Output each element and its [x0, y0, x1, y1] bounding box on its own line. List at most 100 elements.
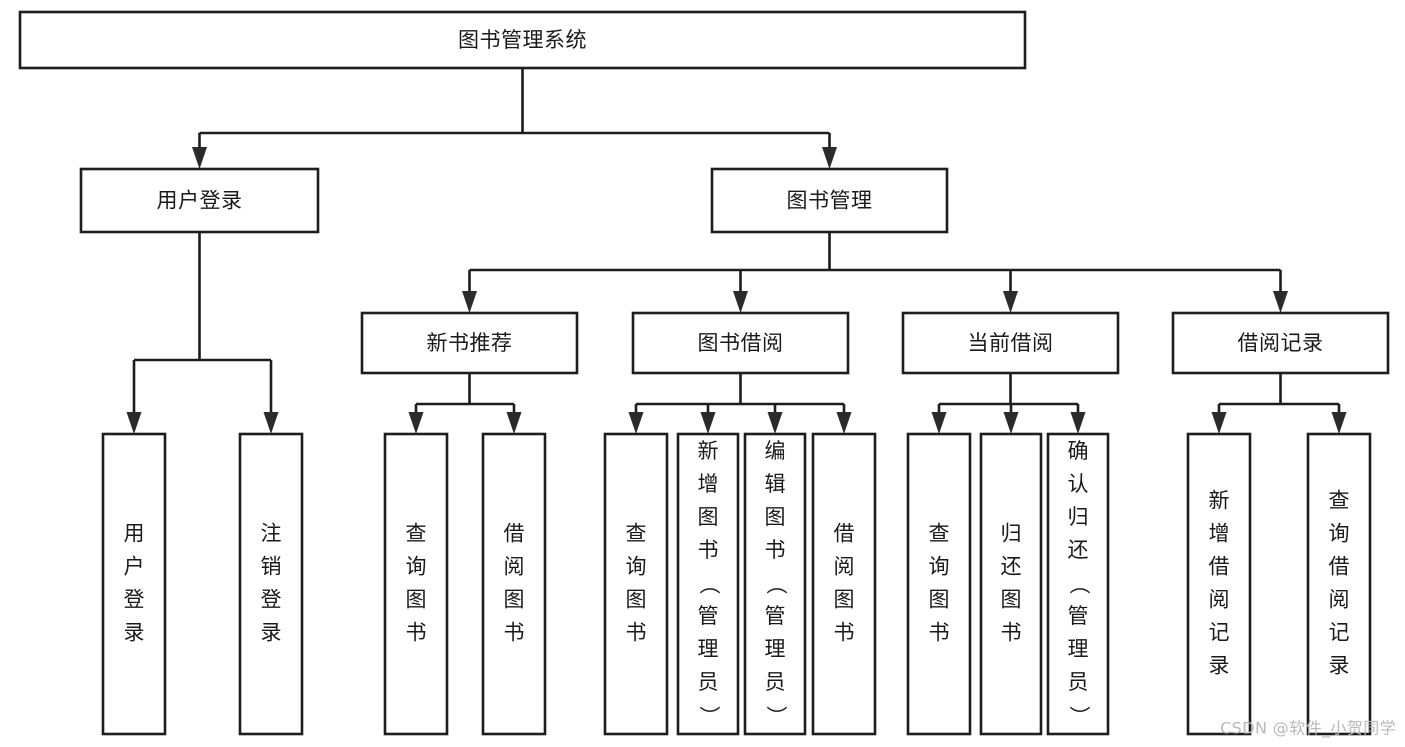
boxes-layer — [18, 10, 1390, 736]
label-char: 还 — [1068, 538, 1089, 562]
label-char: 注 — [261, 522, 282, 546]
label-char: 图 — [504, 588, 525, 612]
arrow-leaf-query-borrow-record — [1331, 412, 1347, 434]
connectors-layer — [126, 68, 1347, 434]
node-label-current-borrow: 当前借阅 — [968, 331, 1054, 355]
node-box-book-management[interactable] — [710, 167, 949, 234]
label-char: 图 — [834, 588, 855, 612]
label-char: 书 — [834, 621, 855, 645]
arrow-user-login — [192, 147, 207, 169]
label-char: 阅 — [1209, 588, 1230, 612]
label-char: 销 — [261, 555, 282, 579]
label-char: 新 — [1209, 489, 1230, 513]
label-char: （ — [697, 574, 721, 595]
label-char: 书 — [504, 621, 525, 645]
arrow-borrow-record — [1273, 291, 1288, 313]
label-char: 阅 — [504, 555, 525, 579]
node-box-leaf-query-book-3[interactable] — [906, 432, 972, 736]
node-box-leaf-add-book-admin[interactable] — [676, 432, 740, 736]
label-char: 增 — [698, 472, 719, 496]
node-box-root[interactable] — [18, 10, 1027, 70]
label-char: 图 — [406, 588, 427, 612]
label-char: 登 — [261, 588, 282, 612]
label-char: 理 — [765, 637, 786, 661]
node-box-user-login[interactable] — [79, 167, 320, 234]
arrow-leaf-query-book-2 — [628, 412, 644, 434]
label-char: 图 — [1001, 588, 1022, 612]
label-char: 借 — [834, 522, 855, 546]
node-box-leaf-query-book-1[interactable] — [383, 432, 449, 736]
label-char: 阅 — [834, 555, 855, 579]
label-char: 查 — [929, 522, 950, 546]
label-char: 书 — [406, 621, 427, 645]
node-label-book-borrow: 图书借阅 — [698, 331, 784, 355]
label-char: 认 — [1068, 472, 1089, 496]
label-char: 借 — [1209, 555, 1230, 579]
node-box-leaf-confirm-return-admin[interactable] — [1046, 432, 1110, 736]
label-char: ） — [697, 706, 721, 727]
label-char: 询 — [1329, 522, 1350, 546]
label-char: 记 — [1329, 621, 1350, 645]
label-char: 员 — [765, 670, 786, 694]
node-label-leaf-user-login: 用户登录 — [124, 522, 145, 645]
node-box-leaf-add-borrow-record[interactable] — [1186, 432, 1252, 736]
node-box-borrow-record[interactable] — [1171, 311, 1390, 375]
node-box-leaf-query-borrow-record[interactable] — [1306, 432, 1372, 736]
arrow-current-borrow — [1003, 291, 1018, 313]
arrow-leaf-confirm-return-admin — [1070, 412, 1086, 434]
node-label-root: 图书管理系统 — [458, 28, 587, 52]
arrow-leaf-borrow-book-1 — [506, 412, 522, 434]
node-box-current-borrow[interactable] — [901, 311, 1120, 375]
label-char: 图 — [929, 588, 950, 612]
label-char: ） — [1067, 706, 1091, 727]
label-char: 询 — [929, 555, 950, 579]
label-char: 图 — [765, 505, 786, 529]
label-char: 管 — [1068, 604, 1089, 628]
label-char: 查 — [1329, 489, 1350, 513]
node-box-leaf-edit-book-admin[interactable] — [743, 432, 807, 736]
label-char: 查 — [406, 522, 427, 546]
node-box-new-book-recommend[interactable] — [360, 311, 579, 375]
label-char: 借 — [1329, 555, 1350, 579]
node-box-leaf-user-login[interactable] — [101, 432, 167, 736]
arrow-book-management — [822, 147, 837, 169]
label-char: 查 — [626, 522, 647, 546]
arrow-leaf-query-book-1 — [408, 412, 424, 434]
label-char: 询 — [626, 555, 647, 579]
arrow-leaf-logout-login — [263, 412, 279, 434]
node-box-leaf-return-book[interactable] — [979, 432, 1043, 736]
node-label-borrow-record: 借阅记录 — [1238, 331, 1324, 355]
node-box-book-borrow[interactable] — [631, 311, 850, 375]
label-char: 书 — [1001, 621, 1022, 645]
node-box-leaf-logout-login[interactable] — [238, 432, 304, 736]
label-char: 归 — [1068, 505, 1089, 529]
label-char: （ — [1067, 574, 1091, 595]
label-char: 理 — [1068, 637, 1089, 661]
label-char: 增 — [1209, 522, 1230, 546]
arrow-leaf-query-book-3 — [931, 412, 947, 434]
label-char: 用 — [124, 522, 145, 546]
label-char: 新 — [698, 439, 719, 463]
label-char: 理 — [698, 637, 719, 661]
label-char: 书 — [929, 621, 950, 645]
node-box-leaf-borrow-book-1[interactable] — [481, 432, 547, 736]
label-char: 图 — [626, 588, 647, 612]
label-char: 阅 — [1329, 588, 1350, 612]
node-box-leaf-query-book-2[interactable] — [603, 432, 669, 736]
node-box-leaf-borrow-book-2[interactable] — [811, 432, 877, 736]
arrow-leaf-user-login — [126, 412, 142, 434]
label-char: 询 — [406, 555, 427, 579]
arrow-leaf-borrow-book-2 — [836, 412, 852, 434]
label-char: 编 — [765, 439, 786, 463]
arrow-book-borrow — [733, 291, 748, 313]
